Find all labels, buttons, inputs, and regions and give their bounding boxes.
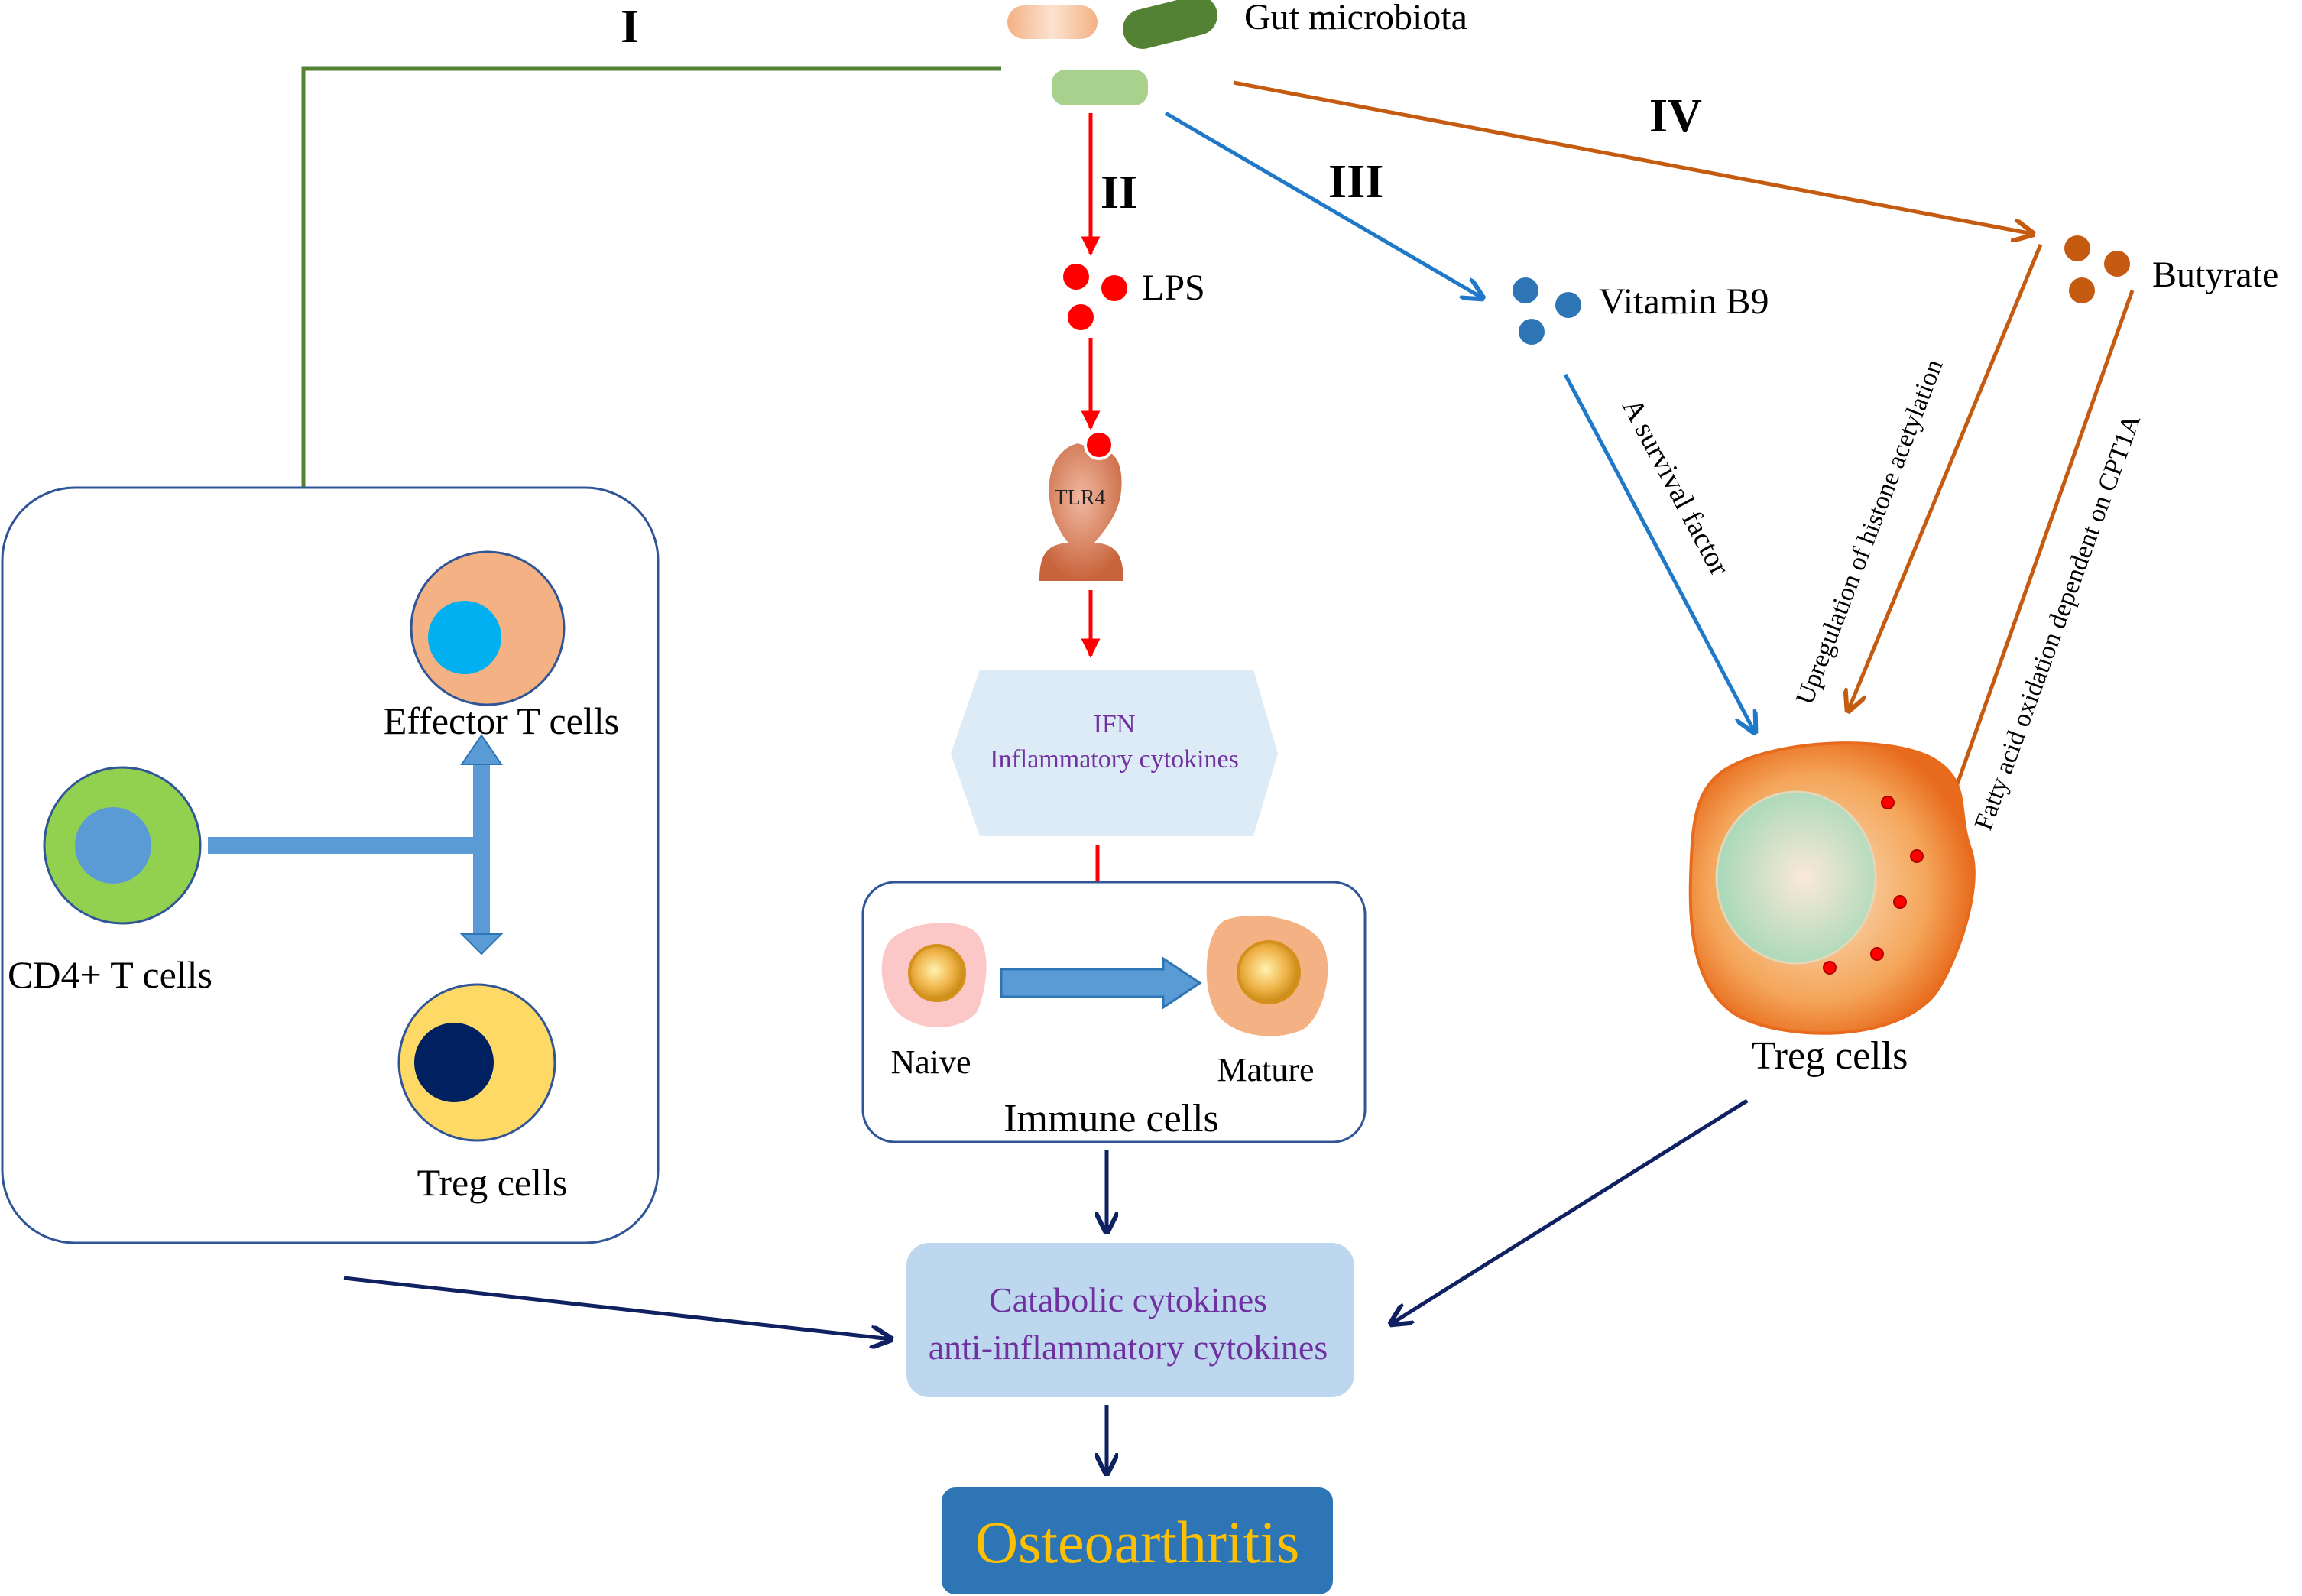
butyrate-histone-arrow xyxy=(1848,244,2043,711)
immune-cells-label: Immune cells xyxy=(1003,1097,1219,1140)
treg-large-label: Treg cells xyxy=(1752,1034,1908,1078)
granule-icon xyxy=(1893,895,1907,909)
pathway-iii-arrow xyxy=(1164,111,1483,298)
survival-factor-label: A survival factor xyxy=(1616,394,1736,581)
granule-icon xyxy=(1870,947,1884,961)
granule-icon xyxy=(1881,796,1895,809)
fatty-acid-oxidation-label: Fatty acid oxidation dependent on CPT1A xyxy=(1970,410,2147,833)
granule-icon xyxy=(1910,849,1924,863)
lps-label: LPS xyxy=(1142,268,1205,308)
down-arrowhead-icon xyxy=(459,933,504,955)
pathway-iv-arrow xyxy=(1233,80,2033,234)
treg-to-catabolic-arrow xyxy=(1391,1098,1749,1324)
butyrate-molecule-icon xyxy=(2069,277,2095,303)
pathway-iv: IV Butyrate Upregulation of histone acet… xyxy=(1233,80,2278,834)
differentiation-vertical-bar xyxy=(473,764,490,937)
butyrate-molecule-icon xyxy=(2064,235,2090,261)
effector-t-cells-label: Effector T cells xyxy=(384,699,619,742)
vitamin-b9-label: Vitamin B9 xyxy=(1599,281,1769,322)
tlr4-receptor-icon: TLR4 xyxy=(1039,430,1123,581)
vitamin-b9-molecule-icon xyxy=(1555,292,1581,318)
differentiation-bar xyxy=(208,837,475,854)
bacterium-dark-green-icon xyxy=(1123,0,1217,49)
lps-molecule-icon xyxy=(1063,264,1089,290)
treg-small-label: Treg cells xyxy=(417,1161,568,1204)
ifn-cytokine-hexagon xyxy=(951,670,1278,836)
t-cell-box: Effector T cells CD4+ T cells Treg cells xyxy=(1,486,660,1244)
osteoarthritis-label: Osteoarthritis xyxy=(975,1509,1300,1575)
treg-large-cell: Treg cells xyxy=(1688,741,1976,1078)
pathway-ii-label: II xyxy=(1101,167,1137,219)
pathway-ii: II LPS TLR4 IFN Inflammatory cytokines xyxy=(951,113,1278,967)
naive-to-mature-arrow xyxy=(1000,956,1202,1010)
pathway-iii-label: III xyxy=(1328,156,1383,208)
bacterium-pink-icon xyxy=(1007,5,1098,39)
tlr4-label: TLR4 xyxy=(1055,486,1106,510)
bacterium-light-green-icon xyxy=(1052,70,1148,105)
naive-label: Naive xyxy=(890,1043,971,1081)
osteoarthritis-box: Osteoarthritis xyxy=(942,1487,1333,1594)
vitamin-b9-molecule-icon xyxy=(1513,277,1538,303)
catabolic-cytokines-box: Catabolic cytokines anti-inflammatory cy… xyxy=(906,1243,1354,1397)
butyrate-fao-arrow xyxy=(1946,290,2135,816)
anti-inflammatory-cytokines-label: anti-inflammatory cytokines xyxy=(929,1328,1328,1367)
immune-cells-box: Naive Mature Immune cells xyxy=(861,881,1367,1143)
vitamin-b9-to-treg-arrow xyxy=(1563,373,1755,732)
butyrate-molecule-icon xyxy=(2104,251,2130,277)
pathway-iv-label: IV xyxy=(1649,90,1702,142)
gut-microbiota-label: Gut microbiota xyxy=(1244,0,1467,37)
cd4-t-cells-label: CD4+ T cells xyxy=(8,953,212,996)
inflammatory-cytokines-label: Inflammatory cytokines xyxy=(990,745,1239,774)
catabolic-cytokines-label: Catabolic cytokines xyxy=(989,1280,1267,1319)
ifn-label: IFN xyxy=(1094,710,1136,738)
convergence-arrows xyxy=(343,1098,1749,1339)
gut-microbiota-group: Gut microbiota xyxy=(1007,0,1467,105)
pathway-i-label: I xyxy=(621,1,639,53)
lps-molecule-icon xyxy=(1068,304,1094,330)
vitamin-b9-molecule-icon xyxy=(1519,319,1545,345)
lps-molecule-icon xyxy=(1101,275,1127,301)
up-arrowhead-icon xyxy=(460,734,503,765)
mature-label: Mature xyxy=(1217,1051,1314,1088)
granule-icon xyxy=(1823,961,1837,975)
t-cells-to-catabolic-arrow xyxy=(343,1276,891,1339)
pathway-iii: III Vitamin B9 A survival factor xyxy=(1164,111,1769,732)
butyrate-label: Butyrate xyxy=(2152,255,2278,295)
